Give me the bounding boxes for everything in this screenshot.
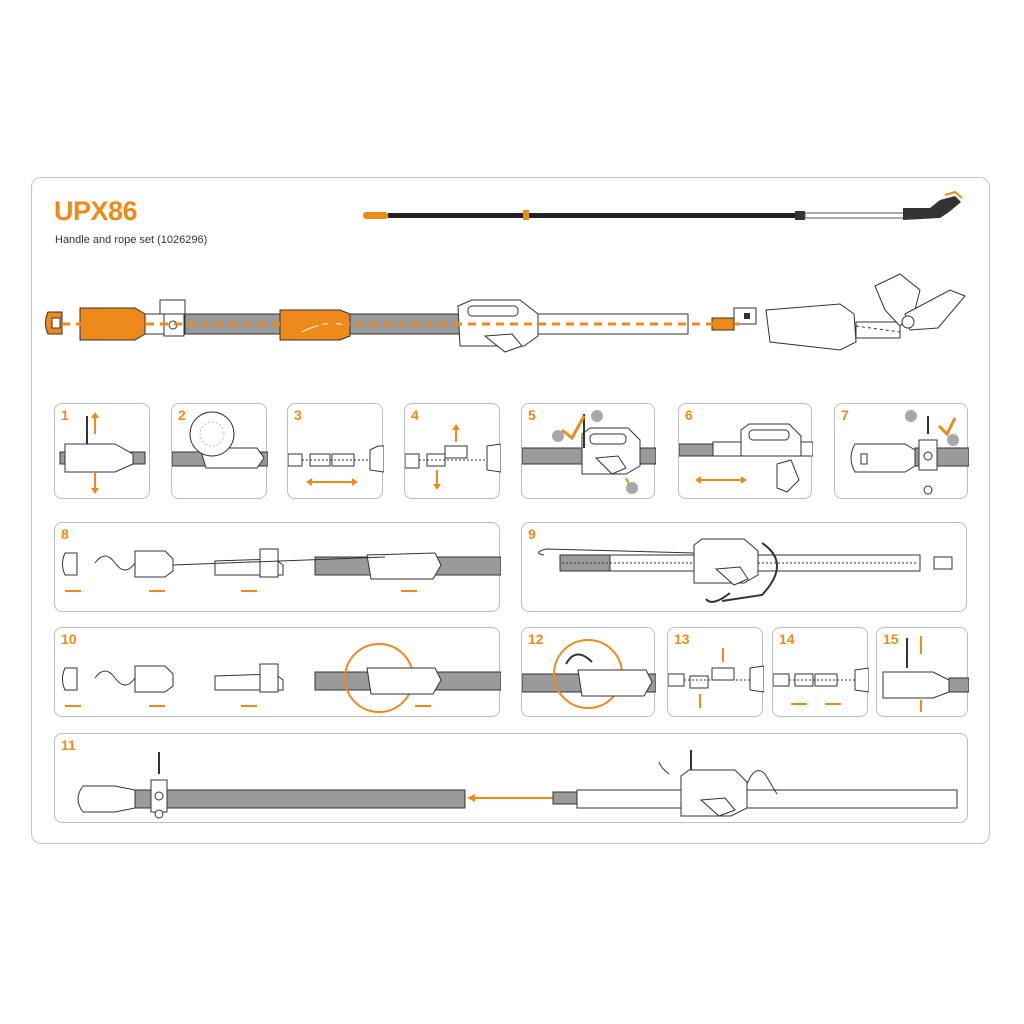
instruction-sheet: [31, 177, 990, 844]
step-11-panel: 11: [54, 733, 968, 823]
step-number: 12: [528, 631, 544, 647]
step-number: 2: [178, 407, 186, 423]
step-number: 8: [61, 526, 69, 542]
step-number: 4: [411, 407, 419, 423]
step-13-panel: 13: [667, 627, 764, 717]
step-2-panel: 2: [171, 403, 268, 499]
step-14-panel: 14: [772, 627, 869, 717]
step-number: 9: [528, 526, 536, 542]
step-5-panel: 5: [521, 403, 656, 499]
step-4-panel: 4: [404, 403, 501, 499]
step-12-panel: 12: [521, 627, 656, 717]
step-7-panel: 7: [834, 403, 969, 499]
step-number: 5: [528, 407, 536, 423]
product-title: UPX86: [54, 196, 138, 226]
step-6-panel: 6: [678, 403, 813, 499]
step-number: 13: [674, 631, 690, 647]
step-9-panel: 9: [521, 522, 967, 612]
step-10-panel: 10: [54, 627, 501, 717]
step-1-panel: 1: [54, 403, 150, 499]
step-number: 3: [294, 407, 302, 423]
step-number: 14: [779, 631, 795, 647]
step-number: 6: [685, 407, 693, 423]
step-8-panel: 8: [54, 522, 501, 612]
step-number: 7: [841, 407, 849, 423]
step-number: 11: [61, 737, 76, 753]
step-3-panel: 3: [287, 403, 384, 499]
step-number: 1: [61, 407, 69, 423]
main-assembly-illustration: [45, 273, 966, 353]
step-number: 10: [61, 631, 77, 647]
step-number: 15: [883, 631, 899, 647]
pruner-overview-illustration: [363, 190, 963, 220]
step-15-panel: 15: [876, 627, 969, 717]
product-subtitle: Handle and rope set (1026296): [55, 234, 208, 246]
